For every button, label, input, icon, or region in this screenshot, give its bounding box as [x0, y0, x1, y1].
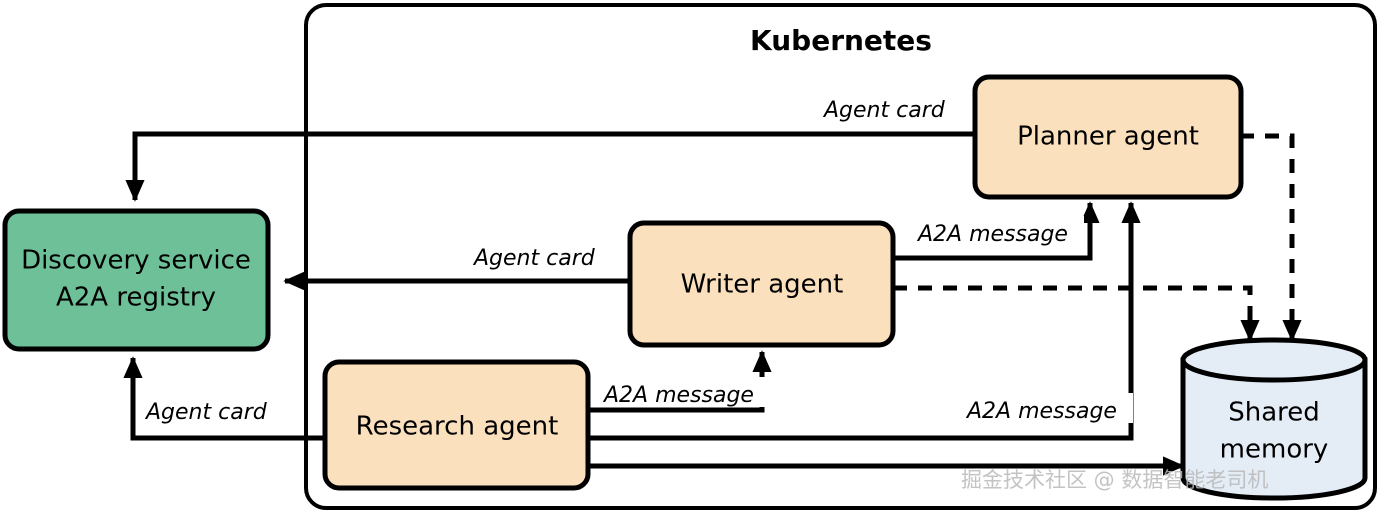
- label-bg-research-agent-card: [140, 394, 286, 424]
- kubernetes-title: Kubernetes: [750, 24, 932, 57]
- planner-agent-label: Planner agent: [1017, 122, 1199, 152]
- edge-planner-to-shared-memory: [1240, 133, 1302, 342]
- label-research-agent-card: Agent card: [144, 400, 268, 425]
- label-writer-agent-card: Agent card: [472, 246, 596, 271]
- label-bg-writer-planner-a2a: [912, 216, 1084, 246]
- label-writer-planner-a2a: A2A message: [916, 222, 1068, 247]
- shared-memory-cylinder-top: [1180, 337, 1368, 383]
- node-research-agent[interactable]: Research agent: [322, 359, 591, 491]
- discovery-service-box: [2, 208, 271, 352]
- edge-writer-to-planner: [893, 201, 1100, 261]
- discovery-service-label-line2: A2A registry: [56, 283, 216, 313]
- shared-memory-label-line1: Shared: [1228, 398, 1320, 428]
- watermark-text: 掘金技术社区 @ 数据智能老司机: [961, 468, 1268, 492]
- label-bg-planner-agent-card: [818, 92, 964, 122]
- edge-writer-to-shared-memory: [893, 285, 1260, 342]
- node-shared-memory[interactable]: Shared memory: [1180, 337, 1368, 501]
- kubernetes-cluster-boundary: [304, 3, 1377, 510]
- writer-agent-box: [627, 220, 896, 348]
- node-planner-agent[interactable]: Planner agent: [972, 74, 1244, 200]
- label-bg-writer-agent-card: [468, 240, 614, 270]
- planner-agent-box: [972, 74, 1244, 200]
- research-agent-label: Research agent: [356, 412, 559, 442]
- discovery-service-label-line1: Discovery service: [21, 246, 251, 276]
- edge-planner-to-discovery: [125, 131, 975, 202]
- label-research-planner-a2a: A2A message: [965, 399, 1117, 424]
- label-planner-agent-card: Agent card: [822, 98, 946, 123]
- edge-research-to-writer: [588, 350, 772, 413]
- research-agent-box: [322, 359, 591, 491]
- shared-memory-cylinder-body: [1180, 357, 1368, 501]
- label-bg-research-writer-a2a: [598, 377, 770, 407]
- edge-research-to-discovery: [123, 356, 325, 441]
- shared-memory-label-line2: memory: [1220, 435, 1329, 465]
- edge-research-to-planner: [588, 201, 1141, 441]
- writer-agent-label: Writer agent: [681, 270, 844, 300]
- label-bg-research-planner-a2a: [961, 393, 1133, 423]
- node-discovery-service[interactable]: Discovery service A2A registry: [2, 208, 271, 352]
- node-writer-agent[interactable]: Writer agent: [627, 220, 896, 348]
- label-research-writer-a2a: A2A message: [602, 383, 754, 408]
